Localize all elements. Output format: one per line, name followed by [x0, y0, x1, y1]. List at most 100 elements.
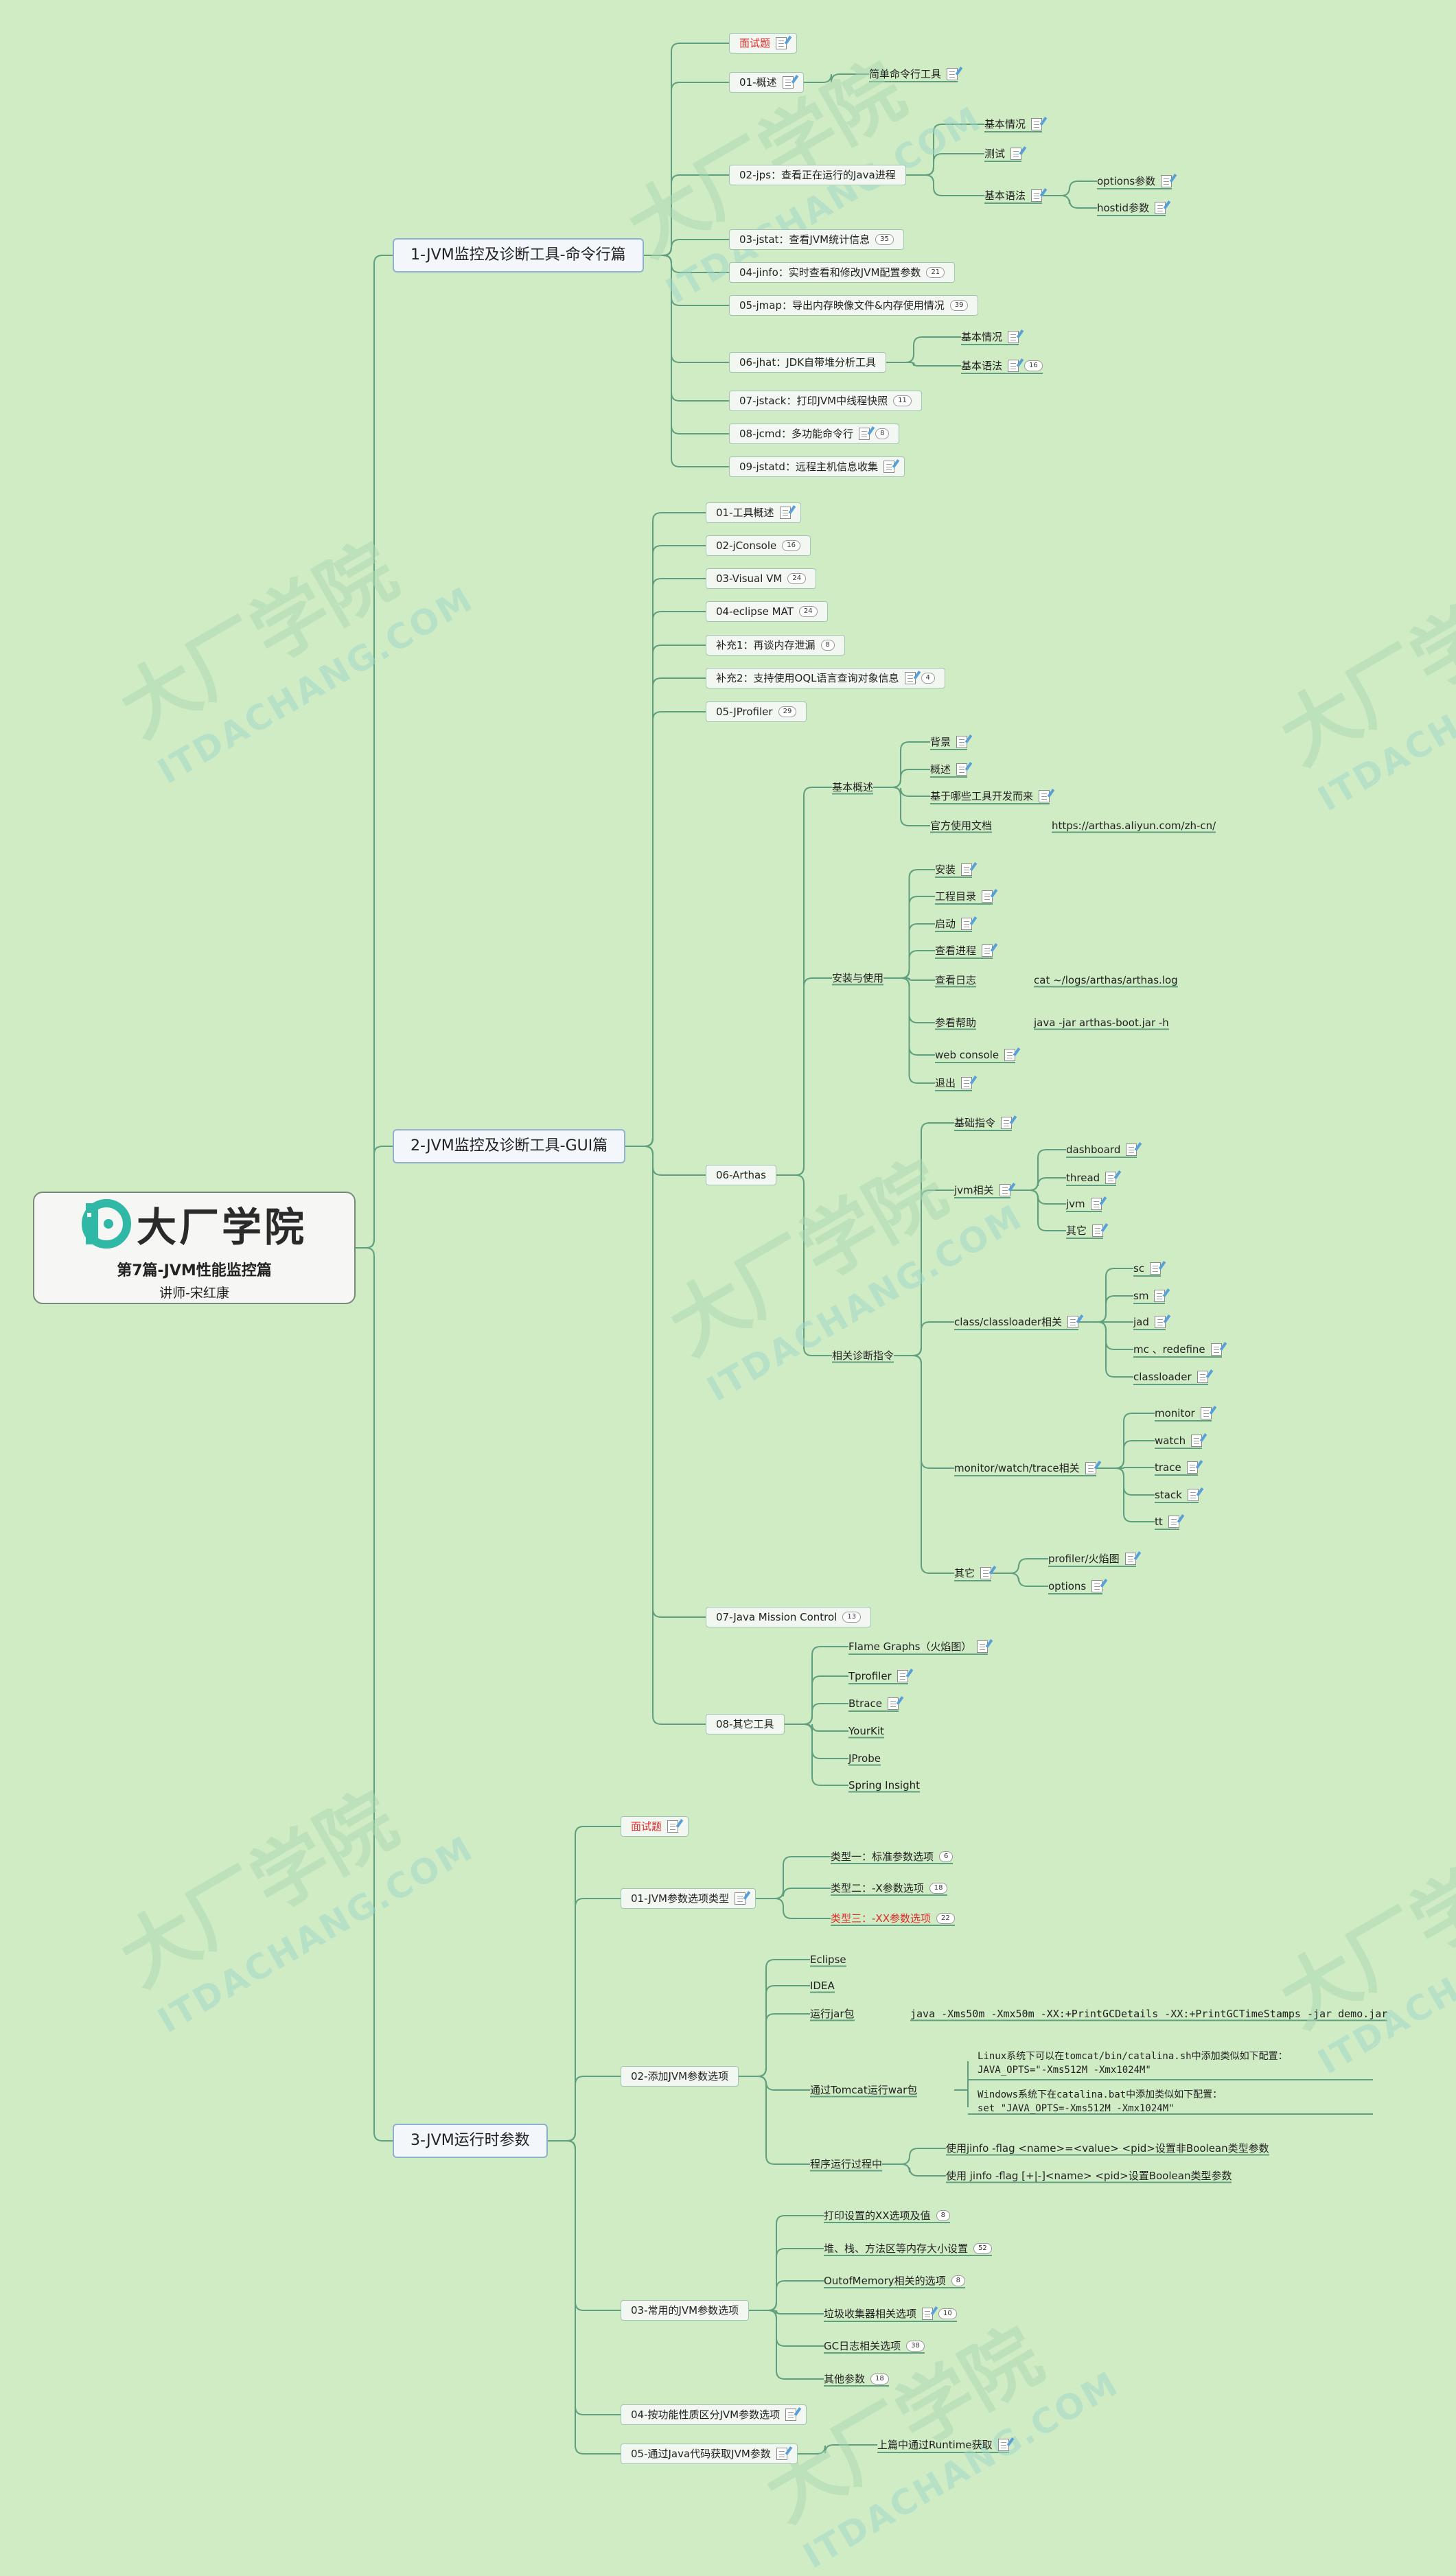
note-icon[interactable]: [904, 672, 916, 684]
node-b2-a-jvm[interactable]: jvm相关: [954, 1184, 1010, 1196]
note-icon[interactable]: [897, 1670, 908, 1682]
node-b2-a-dir[interactable]: 工程目录: [935, 890, 993, 903]
note-icon[interactable]: [1085, 1462, 1096, 1474]
node-b1-simple-cmd[interactable]: 简单命令行工具: [869, 68, 958, 80]
child-count-badge[interactable]: 18: [870, 2374, 889, 2384]
node-b2-a-ov[interactable]: 概述: [930, 763, 968, 776]
note-icon[interactable]: [961, 1077, 973, 1089]
node-b2-a-install[interactable]: 安装: [935, 863, 973, 876]
node-b2-a-bg[interactable]: 背景: [930, 736, 968, 748]
node-b3-code-sub[interactable]: 上篇中通过Runtime获取: [877, 2439, 1009, 2451]
note-icon[interactable]: [997, 2439, 1009, 2451]
note-icon[interactable]: [1031, 118, 1043, 130]
note-icon[interactable]: [980, 1567, 992, 1579]
note-icon[interactable]: [1150, 1262, 1162, 1275]
note-icon[interactable]: [1067, 1316, 1078, 1328]
node-b1-jhat-basic[interactable]: 基本情况: [961, 331, 1019, 343]
node-b1-jps-syntax[interactable]: 基本语法: [984, 189, 1043, 202]
note-icon[interactable]: [982, 944, 993, 957]
node-b1-overview[interactable]: 01-概述: [729, 72, 804, 93]
note-icon[interactable]: [782, 76, 794, 89]
node-b3-tomcat[interactable]: 通过Tomcat运行war包: [810, 2085, 917, 2096]
note-icon[interactable]: [1092, 1225, 1104, 1237]
node-b3-code[interactable]: 05-通过Java代码获取JVM参数: [621, 2444, 798, 2464]
node-b2-a-profiler[interactable]: profiler/火焰图: [1048, 1553, 1136, 1565]
node-b1-jps-hostid[interactable]: hostid参数: [1097, 202, 1166, 214]
note-icon[interactable]: [776, 2448, 787, 2460]
child-count-badge[interactable]: 29: [778, 706, 797, 717]
note-icon[interactable]: [961, 918, 973, 930]
node-b2-btrace[interactable]: Btrace: [848, 1697, 899, 1710]
child-count-badge[interactable]: 24: [787, 573, 807, 584]
node-b2-overview[interactable]: 01-工具概述: [706, 502, 801, 523]
node-b2-a-jvm-other[interactable]: 其它: [1066, 1225, 1104, 1237]
note-icon[interactable]: [779, 507, 791, 519]
note-icon[interactable]: [1154, 1290, 1166, 1302]
node-b2-a-trace[interactable]: trace: [1155, 1461, 1198, 1474]
child-count-badge[interactable]: 22: [936, 1913, 955, 1924]
node-b1-jps-basic[interactable]: 基本情况: [984, 118, 1043, 130]
child-count-badge[interactable]: 38: [906, 2341, 925, 2352]
note-icon[interactable]: [982, 890, 993, 903]
node-b2-a-basic[interactable]: 基本概述: [832, 782, 873, 793]
child-count-badge[interactable]: 13: [842, 1612, 862, 1623]
node-b2-a-class[interactable]: class/classloader相关: [954, 1316, 1078, 1328]
note-icon[interactable]: [734, 1892, 746, 1905]
child-count-badge[interactable]: 8: [875, 428, 890, 439]
child-count-badge[interactable]: 52: [973, 2243, 992, 2254]
node-b1-jps-test[interactable]: 测试: [984, 148, 1022, 160]
note-icon[interactable]: [667, 1820, 679, 1833]
note-icon[interactable]: [1200, 1407, 1212, 1419]
node-b1-jstatd[interactable]: 09-jstatd：远程主机信息收集: [729, 456, 905, 477]
child-count-badge[interactable]: 8: [936, 2210, 950, 2221]
node-b3-add[interactable]: 02-添加JVM参数选项: [621, 2066, 739, 2087]
node-b3-running1[interactable]: 使用jinfo -flag <name>=<value> <pid>设置非Boo…: [946, 2143, 1269, 2154]
child-count-badge[interactable]: 10: [938, 2308, 957, 2319]
child-count-badge[interactable]: 16: [782, 540, 800, 551]
node-b2-tprofiler[interactable]: Tprofiler: [848, 1670, 908, 1682]
note-icon[interactable]: [1161, 175, 1172, 187]
note-icon[interactable]: [1210, 1343, 1222, 1356]
child-count-badge[interactable]: 21: [926, 267, 945, 278]
node-b1-jps[interactable]: 02-jps：查看正在运行的Java进程: [729, 165, 906, 185]
node-b3-idea[interactable]: IDEA: [810, 1980, 835, 1991]
node-b3-running[interactable]: 程序运行过程中: [810, 2159, 882, 2170]
note-icon[interactable]: [785, 2409, 797, 2421]
note-icon[interactable]: [888, 1697, 899, 1710]
node-b1-interview[interactable]: 面试题: [729, 33, 798, 54]
node-b2-a-install-use[interactable]: 安装与使用: [832, 973, 883, 984]
node-b2-a-options[interactable]: options: [1048, 1580, 1103, 1592]
child-count-badge[interactable]: 6: [939, 1851, 954, 1862]
node-b3-title[interactable]: 3-JVM运行时参数: [393, 2124, 548, 2158]
node-b2-a-sc[interactable]: sc: [1133, 1262, 1162, 1275]
child-count-badge[interactable]: 24: [798, 606, 818, 617]
note-icon[interactable]: [1010, 148, 1022, 160]
node-b2-a-dash[interactable]: dashboard: [1066, 1144, 1137, 1156]
node-b2-arthas[interactable]: 06-Arthas: [706, 1165, 776, 1185]
node-b2-a-thread[interactable]: thread: [1066, 1172, 1117, 1184]
note-icon[interactable]: [1008, 331, 1019, 343]
node-b2-a-other[interactable]: 其它: [954, 1567, 992, 1579]
node-b2-jprobe[interactable]: JProbe: [848, 1753, 881, 1764]
node-b2-a-web[interactable]: web console: [935, 1049, 1016, 1061]
node-b2-title[interactable]: 2-JVM监控及诊断工具-GUI篇: [393, 1129, 626, 1163]
node-b2-a-doc[interactable]: 官方使用文档: [930, 820, 992, 831]
child-count-badge[interactable]: 16: [1024, 360, 1043, 371]
node-b2-a-log[interactable]: 查看日志: [935, 975, 976, 986]
node-b2-a-start[interactable]: 启动: [935, 918, 973, 930]
node-b1-jhat[interactable]: 06-jhat：JDK自带堆分析工具: [729, 352, 887, 373]
node-b2-spring[interactable]: Spring Insight: [848, 1780, 920, 1791]
node-b2-a-basecmd[interactable]: 基础指令: [954, 1117, 1013, 1129]
note-icon[interactable]: [1004, 1049, 1016, 1061]
